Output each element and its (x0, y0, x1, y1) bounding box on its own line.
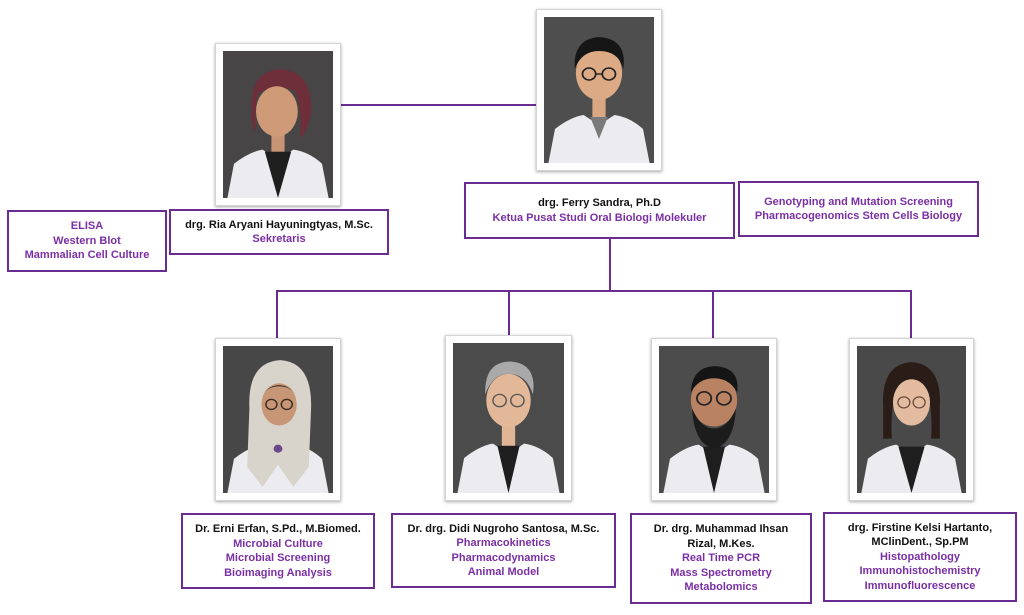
portrait-man-grey-hair (457, 361, 560, 493)
member-1-info-box: Dr. Erni Erfan, S.Pd., M.Biomed. Microbi… (181, 513, 375, 589)
skill-item: Immunofluorescence (864, 579, 976, 592)
head-photo (536, 9, 662, 171)
skill-item: Metabolomics (684, 581, 758, 594)
connector-drop-4 (910, 290, 912, 342)
portrait-man-glasses (548, 37, 650, 163)
secretary-role: Sekretaris (252, 233, 306, 245)
head-info-box: drg. Ferry Sandra, Ph.D Ketua Pusat Stud… (464, 182, 735, 239)
connector-horizontal-bus (276, 290, 912, 292)
skill-item: Pharmacogenomics Stem Cells Biology (754, 210, 963, 222)
skill-item: Histopathology (879, 550, 961, 563)
skill-item: Pharmacodynamics (451, 551, 556, 564)
secretary-skills-box: ELISA Western Blot Mammalian Cell Cultur… (7, 210, 167, 272)
skill-item: Real Time PCR (681, 552, 761, 565)
skill-item: ELISA (70, 220, 104, 233)
member-3-photo (651, 338, 777, 501)
skill-item: Mammalian Cell Culture (24, 249, 150, 262)
connector-drop-1 (276, 290, 278, 342)
connector-drop-2 (508, 290, 510, 338)
skill-item: Animal Model (467, 566, 540, 578)
head-name: drg. Ferry Sandra, Ph.D (538, 197, 661, 209)
member-4-photo (849, 338, 974, 501)
member-2-photo (445, 335, 572, 501)
skill-item: Mass Spectrometry (670, 566, 772, 579)
portrait-woman-glasses (861, 362, 962, 493)
portrait-man-beard (663, 366, 765, 493)
member-3-info-box: Dr. drg. Muhammad Ihsan Rizal, M.Kes. Re… (630, 513, 812, 604)
skill-item: Immunohistochemistry (859, 565, 981, 578)
member-2-info-box: Dr. drg. Didi Nugroho Santosa, M.Sc. Pha… (391, 513, 616, 588)
connector-drop-3 (712, 290, 714, 342)
skill-item: Pharmacokinetics (456, 537, 551, 549)
skill-item: Microbial Culture (233, 537, 323, 550)
skill-item: Genotyping and Mutation Screening (764, 195, 953, 208)
member-name: MClinDent., Sp.PM (871, 536, 969, 549)
head-role: Ketua Pusat Studi Oral Biologi Molekuler (492, 211, 707, 224)
member-4-info-box: drg. Firstine Kelsi Hartanto, MClinDent.… (823, 512, 1017, 602)
member-name: drg. Firstine Kelsi Hartanto, (847, 521, 993, 534)
portrait-woman-headscarf (227, 69, 329, 198)
head-skills-box: Genotyping and Mutation Screening Pharma… (738, 181, 979, 237)
skill-item: Bioimaging Analysis (224, 566, 332, 579)
member-name: Dr. Erni Erfan, S.Pd., M.Biomed. (195, 523, 361, 535)
member-name: Rizal, M.Kes. (687, 537, 755, 550)
connector-head-down (609, 238, 611, 292)
skill-item: Microbial Screening (225, 552, 331, 564)
connector-head-secretary (340, 104, 536, 106)
member-name: Dr. drg. Didi Nugroho Santosa, M.Sc. (407, 522, 600, 535)
secretary-info-box: drg. Ria Aryani Hayuningtyas, M.Sc. Sekr… (169, 209, 389, 255)
portrait-woman-hijab (227, 360, 329, 493)
secretary-name: drg. Ria Aryani Hayuningtyas, M.Sc. (185, 218, 373, 231)
skill-item: Western Blot (53, 234, 121, 247)
member-1-photo (215, 338, 341, 501)
member-name: Dr. drg. Muhammad Ihsan (653, 523, 789, 536)
secretary-photo (215, 43, 341, 206)
